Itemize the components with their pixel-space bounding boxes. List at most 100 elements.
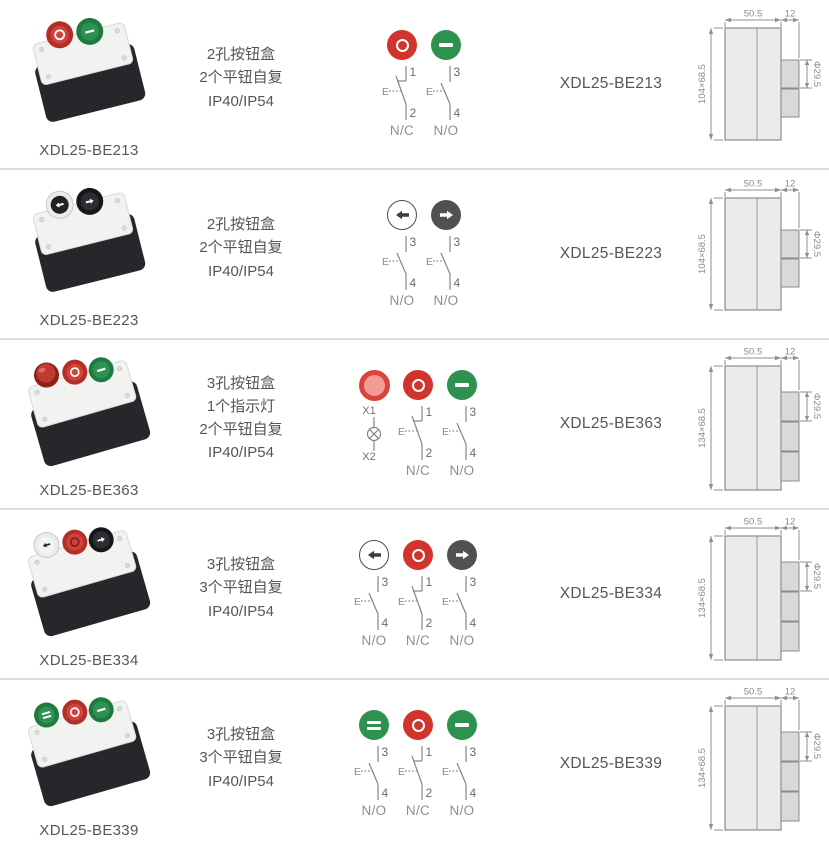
terminal-number: 4	[382, 786, 389, 800]
dim-face: 134×68.5	[697, 748, 708, 788]
description-line: 2个平钮自复	[199, 69, 283, 87]
no-contact-symbol: E 3 4	[442, 405, 477, 460]
dim-protrusion: 12	[785, 347, 796, 358]
nc-contact-symbol: E 1 2	[398, 745, 433, 800]
contact-column: E 1 2 N/C	[380, 30, 424, 138]
dimension-drawing: 50.5 12 134×68.5 Φ29.5	[695, 514, 825, 681]
terminal-number: 1	[426, 745, 433, 759]
lamp-column: X1 X2	[352, 370, 396, 478]
product-description: 3孔按钮盒 3个平钮自复 IP40/IP54	[158, 510, 324, 678]
dim-protrusion: 12	[785, 179, 796, 190]
contact-column: E 3 4 N/O	[440, 370, 484, 478]
product-photo	[22, 688, 156, 816]
description-line: IP40/IP54	[208, 602, 274, 620]
terminal-number: 1	[426, 575, 433, 589]
description-line: 2孔按钮盒	[206, 216, 276, 234]
product-photo	[22, 8, 156, 136]
no-contact-symbol: E 3 4	[426, 65, 461, 120]
green-equal-button-symbol	[359, 710, 389, 740]
product-row: XDL25-BE339 3孔按钮盒 3个平钮自复 IP40/IP54 E 3 4…	[0, 680, 829, 850]
circuit-symbols: E 3 4 N/O E 3 4 N/O	[380, 200, 468, 308]
actuator-label: E	[382, 86, 389, 98]
description-line: IP40/IP54	[208, 92, 274, 110]
dim-protrusion: 12	[785, 517, 796, 528]
dim-width: 50.5	[744, 517, 763, 528]
dim-protrusion: 12	[785, 9, 796, 20]
product-description: 3孔按钮盒 3个平钮自复 IP40/IP54	[158, 680, 324, 848]
product-model-label: XDL25-BE213	[39, 142, 139, 159]
contact-column: E 3 4 N/O	[380, 200, 424, 308]
dim-face: 134×68.5	[697, 578, 708, 618]
contact-column: E 3 4 N/O	[440, 710, 484, 818]
model-number: XDL25-BE339	[559, 755, 663, 772]
product-description: 2孔按钮盒 2个平钮自复 IP40/IP54	[158, 0, 324, 168]
contact-type-label: N/O	[449, 463, 475, 478]
product-description: 3孔按钮盒 1个指示灯 2个平钮自复 IP40/IP54	[158, 340, 324, 508]
circuit-symbols: X1 X2 E 1 2 N/C	[352, 370, 484, 478]
circuit-symbols: E 3 4 N/O E 1 2 N/C	[352, 710, 484, 818]
contact-type-label: N/O	[449, 633, 475, 648]
arrow-right-button-symbol	[431, 200, 461, 230]
dim-protrusion: 12	[785, 687, 796, 698]
red-button-symbol	[387, 30, 417, 60]
circuit-symbols: E 3 4 N/O E 1 2 N/C	[352, 540, 484, 648]
terminal-number: 1	[410, 65, 417, 79]
terminal-number: 4	[454, 106, 461, 120]
description-line: 2个平钮自复	[199, 421, 283, 438]
product-row: XDL25-BE223 2孔按钮盒 2个平钮自复 IP40/IP54 E 3 4…	[0, 170, 829, 340]
product-row: XDL25-BE363 3孔按钮盒 1个指示灯 2个平钮自复 IP40/IP54…	[0, 340, 829, 510]
actuator-label: E	[398, 596, 405, 608]
terminal-number: 4	[454, 276, 461, 290]
terminal-number: 4	[382, 616, 389, 630]
contact-column: E 3 4 N/O	[352, 710, 396, 818]
contact-type-label: N/C	[389, 123, 415, 138]
green-button-symbol	[431, 30, 461, 60]
dim-diameter: Φ29.5	[811, 393, 822, 419]
dimension-drawing: 50.5 12 134×68.5 Φ29.5	[695, 684, 825, 851]
actuator-label: E	[398, 426, 405, 438]
terminal-number: 2	[410, 106, 417, 120]
arrow-left-button-symbol	[387, 200, 417, 230]
contact-column: E 3 4 N/O	[424, 30, 468, 138]
description-line: IP40/IP54	[208, 444, 274, 462]
terminal-number: 2	[426, 786, 433, 800]
terminal-number: 3	[470, 575, 477, 589]
no-contact-symbol: E 3 4	[382, 235, 417, 290]
actuator-label: E	[442, 596, 449, 608]
nc-contact-symbol: E 1 2	[398, 575, 433, 630]
contact-type-label: N/O	[389, 293, 415, 308]
indicator-lamp-symbol	[358, 370, 390, 401]
nc-contact-symbol: E 1 2	[398, 405, 433, 460]
contact-type-label: N/C	[405, 803, 431, 818]
terminal-number: 4	[470, 616, 477, 630]
description-line: 3孔按钮盒	[206, 556, 276, 574]
contact-type-label: N/O	[449, 803, 475, 818]
dim-width: 50.5	[744, 179, 763, 190]
model-number: XDL25-BE334	[559, 585, 663, 602]
description-line: IP40/IP54	[208, 772, 274, 790]
actuator-label: E	[354, 596, 361, 608]
model-number: XDL25-BE223	[559, 245, 663, 262]
dim-width: 50.5	[744, 9, 763, 20]
contact-type-label: N/C	[405, 633, 431, 648]
contact-column: E 1 2 N/C	[396, 540, 440, 648]
no-contact-symbol: E 3 4	[354, 745, 389, 800]
product-model-label: XDL25-BE339	[39, 822, 139, 839]
terminal-number: 4	[470, 786, 477, 800]
contact-type-label: N/O	[361, 633, 387, 648]
contact-column: E 3 4 N/O	[440, 540, 484, 648]
actuator-label: E	[426, 86, 433, 98]
product-photo	[22, 348, 156, 476]
product-row: XDL25-BE213 2孔按钮盒 2个平钮自复 IP40/IP54 E 1 2…	[0, 0, 829, 170]
description-line: 3孔按钮盒	[206, 374, 276, 392]
actuator-label: E	[382, 256, 389, 268]
circuit-symbols: E 1 2 N/C E 3 4 N/O	[380, 30, 468, 138]
arrow-right-button-symbol	[447, 540, 477, 570]
description-line: 3个平钮自复	[199, 579, 283, 597]
terminal-number: 1	[426, 405, 433, 419]
product-photo	[22, 518, 156, 646]
contact-column: E 1 2 N/C	[396, 370, 440, 478]
terminal-number: 3	[410, 235, 417, 249]
product-photo	[22, 178, 156, 306]
